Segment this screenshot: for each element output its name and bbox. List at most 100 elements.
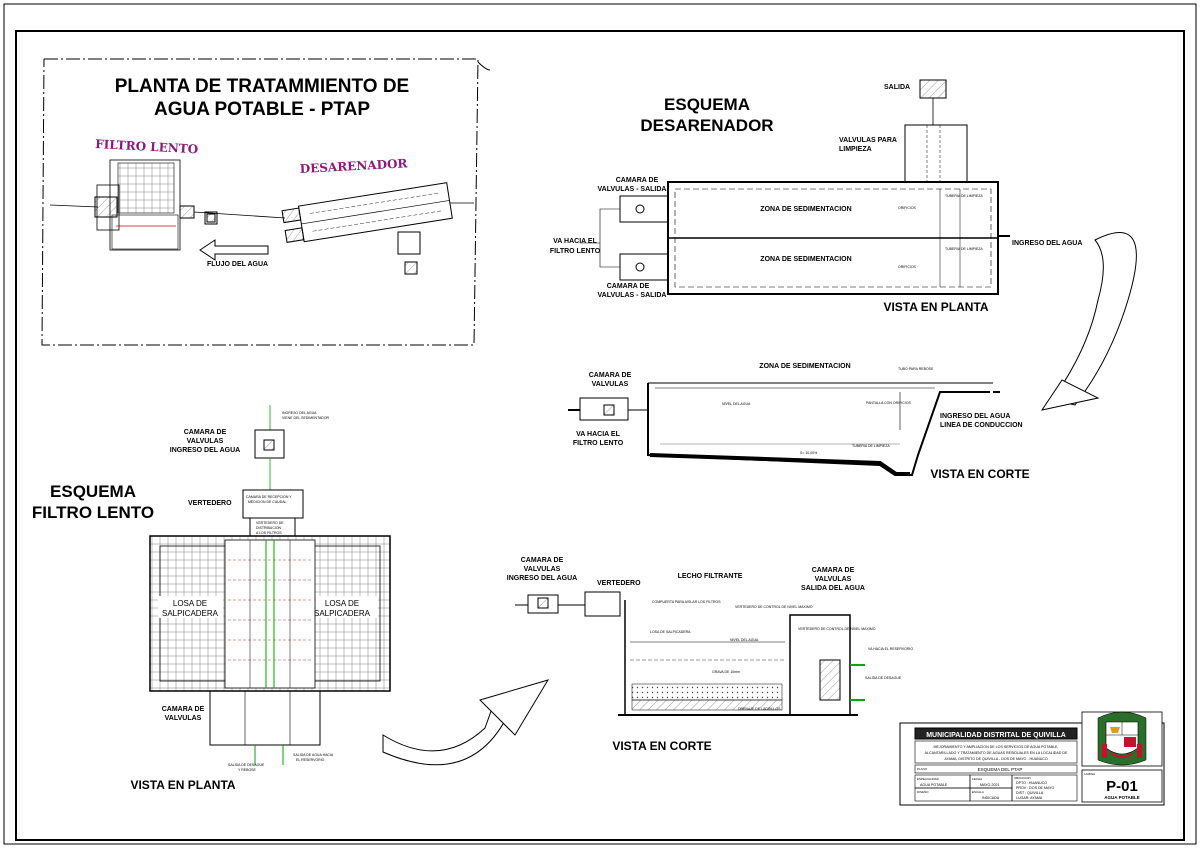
corte-camara-2: VALVULAS [592,381,629,388]
fc-camara-ing-1: CAMARA DE [521,557,564,564]
fc-compuerta: COMPUERTA PARA AISLAR LOS FILTROS [652,600,721,604]
inner-border [15,30,1185,841]
filtro-title-2: FILTRO LENTO [32,503,154,522]
tb-fecha-value: MAYO-2021 [980,783,1000,787]
tb-project-3: AYAMA, DISTRITO DE QUIVILLA - DOS DE MAY… [944,757,1048,761]
site-title-2: AGUA POTABLE - PTAP [154,99,370,120]
fc-vertedero: VERTEDERO [597,580,641,587]
tb-especialidad-value: AGUA POTABLE [920,783,948,787]
tb-escala-value: INDICADA [982,796,1000,800]
tuberia-limpieza-2: TUBERIA DE LIMPIEZA [945,247,983,251]
camara-ingreso-2: VALVULAS [187,438,224,445]
camara-salida-b2: VALVULAS - SALIDA [598,292,667,299]
corte-slope: S= 10.00% [800,451,817,455]
desarenador-title-2: DESARENADOR [640,116,773,135]
vista-planta-desarenador: VISTA EN PLANTA [883,300,988,314]
tb-diseno-label: DISEÑO [917,789,929,794]
tb-lugar: LUGAR: AYAMA [1016,796,1043,800]
desarenador-title-1: ESQUEMA [664,95,750,114]
corte-camara-1: CAMARA DE [589,372,632,379]
camara-ingreso-1: CAMARA DE [184,429,227,436]
camara-recepcion-1: CAMARA DE RECEPCION Y [246,495,292,499]
corte-va-1: VA HACIA EL [576,431,620,438]
corte-nivel: NIVEL DEL AGUA [722,402,751,406]
tb-dpto: DPTO : HUANUCO [1016,781,1047,785]
fc-va-reservorio: VA HACIA EL RESERVORIO [868,647,913,651]
zona-1: ZONA DE SEDIMENTACION [760,206,851,213]
vertedero-dist-3: A LOS FILTROS [256,531,282,535]
desarenador-label: DESARENADOR [299,156,408,176]
tb-sheet-sub: AGUA POTABLE [1104,795,1140,800]
site-plan: PLANTA DE TRATAMMIENTO DE AGUA POTABLE -… [41,58,491,346]
valvulas-limpieza-2: LIMPIEZA [839,146,872,153]
tb-prov: PROV : DOS DE MAYO [1016,786,1054,790]
corte-ingreso-1: INGRESO DEL AGUA [940,413,1010,420]
camara-recepcion-2: MEDICION DE CAUDAL [248,500,287,504]
tb-especialidad-label: ESPECIALIDAD [917,777,940,781]
tb-plano-label: PLANO [917,767,928,771]
fc-losa: LOSA DE SALPICADERA [650,630,691,634]
va-filtro-2: FILTRO LENTO [550,248,601,255]
desarenador-section: CAMARA DE VALVULAS ZONA DE SEDIMENTACION… [568,363,1030,481]
camara-salida-a1: CAMARA DE [616,177,659,184]
vista-corte-desarenador: VISTA EN CORTE [930,467,1029,481]
flow-label: FLUJO DEL AGUA [207,261,268,268]
fc-lecho: LECHO FILTRANTE [678,573,743,580]
fc-camara-ing-3: INGRESO DEL AGUA [507,575,577,582]
tb-lamina-label: LAMINA [1084,772,1095,776]
camara-valv-2: VALVULAS [165,715,202,722]
filtro-plan: ESQUEMA FILTRO LENTO INGRESO DEL AGUA VI… [32,405,550,792]
corte-ingreso-2: LINEA DE CONDUCCION [940,422,1023,429]
camara-salida-b1: CAMARA DE [607,283,650,290]
ingreso-top-1: INGRESO DEL AGUA [282,411,317,415]
corte-zona: ZONA DE SEDIMENTACION [759,363,850,370]
vertedero-dist-2: DISTRIBUCION [256,526,282,530]
tb-project-2: ALCANTARILLADO Y TRATAMIENTO DE AGUAS RE… [925,751,1068,755]
vertedero-label: VERTEDERO [188,500,232,507]
fc-camara-sal-3: SALIDA DEL AGUA [801,585,865,592]
camara-valv-1: CAMARA DE [162,706,205,713]
tb-project-1: MEJORAMIENTO Y AMPLIACION DE LOS SERVICI… [934,745,1059,749]
corte-va-2: FILTRO LENTO [573,440,624,447]
title-block: MUNICIPALIDAD DISTRITAL DE QUIVILLA MEJO… [899,711,1165,806]
vertedero-dist-1: VERTEDERO DE [256,521,284,525]
filtro-lento-label: FILTRO LENTO [95,137,199,156]
tb-plano-value: ESQUEMA DEL PTAP [978,767,1023,772]
losa-2a: LOSA DE [325,599,359,608]
corte-pantalla: PANTALLA CON ORIFICIOS [866,401,911,405]
corte-tubo-rebose: TUBO PARA REBOSE [898,367,934,371]
camara-ingreso-3: INGRESO DEL AGUA [170,447,240,454]
losa-2b: SALPICADERA [314,609,371,618]
camara-salida-a2: VALVULAS - SALIDA [598,186,667,193]
fc-vertedero-control-2: VERTEDERO DE CONTROL DE NIVEL MAXIMO [798,627,876,631]
orificios-2: ORIFICIOS [898,265,917,269]
tb-sheet-code: P-01 [1106,778,1138,795]
va-filtro-1: VA HACIA EL [553,238,597,245]
vista-corte-filtro: VISTA EN CORTE [612,739,711,753]
fc-vertedero-control-1: VERTEDERO DE CONTROL DE NIVEL MAXIMO [735,605,813,609]
salida-reservorio-1: SALIDA DE AGUA HACIA [293,753,334,757]
desarenador-plan: ESQUEMA DESARENADOR SALIDA VALVULAS PARA… [550,79,1137,411]
orificios-1: ORIFICIOS [898,206,917,210]
tuberia-limpieza-1: TUBERIA DE LIMPIEZA [945,194,983,198]
fc-salida-desague: SALIDA DE DESAGUE [865,676,902,680]
salida-desague-2: Y REBOSE [238,768,256,772]
ingreso-top-2: VIENE DEL SEDIMENTADOR [282,416,330,420]
salida-label: SALIDA [884,84,910,91]
filtro-title-1: ESQUEMA [50,482,136,501]
fc-camara-sal-1: CAMARA DE [812,567,855,574]
salida-reservorio-2: EL RESERVORIO [296,758,325,762]
peru-emblem [1081,711,1163,767]
fc-camara-sal-2: VALVULAS [815,576,852,583]
valvulas-limpieza-1: VALVULAS PARA [839,137,897,144]
losa-1b: SALPICADERA [162,609,219,618]
losa-1a: LOSA DE [173,599,207,608]
fc-nivel: NIVEL DEL AGUA [730,638,759,642]
tb-ubicacion-label: UBICACION [1014,776,1031,780]
zona-2: ZONA DE SEDIMENTACION [760,256,851,263]
corte-tuberia-limpieza: TUBERIA DE LIMPIEZA [852,444,890,448]
outer-border [3,3,1197,845]
vista-planta-filtro: VISTA EN PLANTA [130,778,235,792]
fc-drenaje: DRENAJE DE LADRILLOS [738,707,781,711]
